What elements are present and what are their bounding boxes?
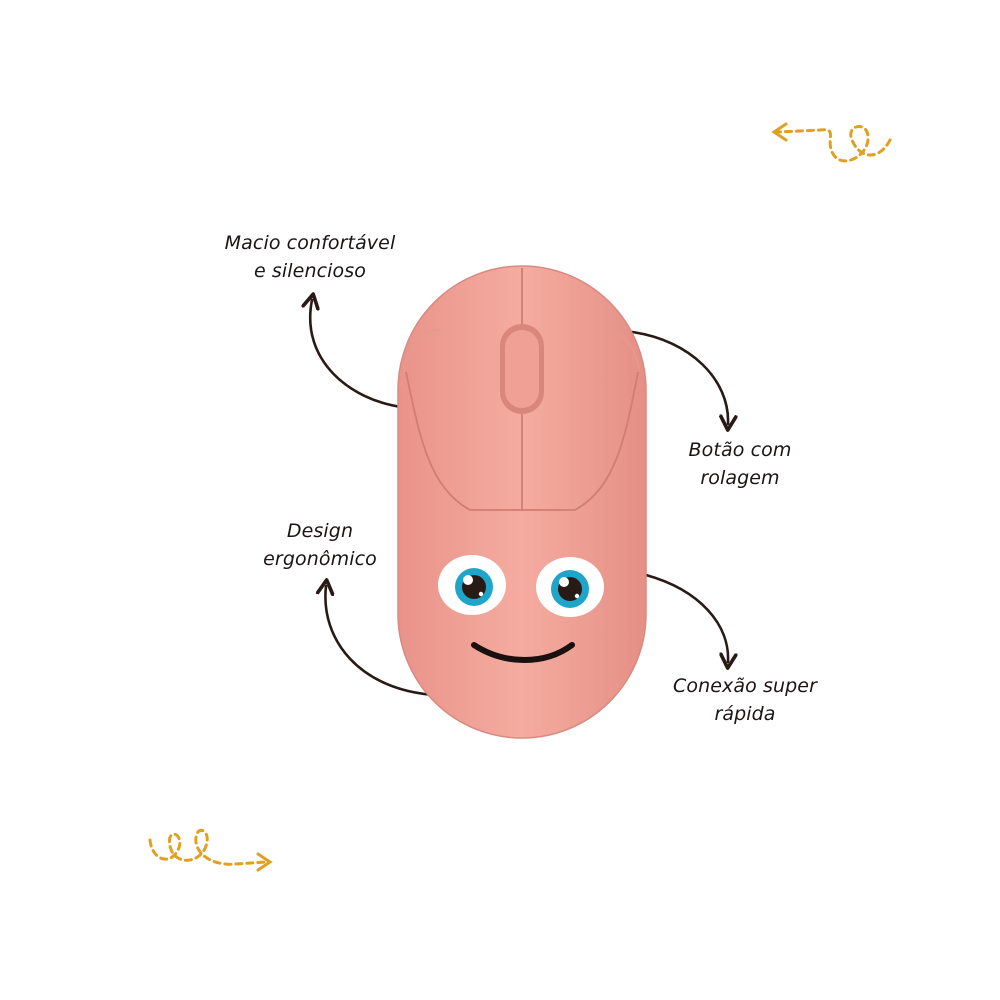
feature-label-line: Design <box>286 520 354 542</box>
feature-label-line: rápida <box>714 703 776 725</box>
feature-label-scroll-button: Botão com rolagem <box>650 436 830 492</box>
right-eye <box>536 557 604 617</box>
feature-label-line: Conexão super <box>673 675 817 697</box>
smile <box>471 642 575 663</box>
feature-label-line: e silencioso <box>254 260 366 282</box>
dashed-doodle-icon <box>148 829 273 872</box>
feature-label-line: Botão com <box>688 439 792 461</box>
feature-label-ergonomic: Design ergonômico <box>230 517 410 573</box>
feature-label-line: rolagem <box>700 467 780 489</box>
feature-label-line: Macio confortável <box>224 232 396 254</box>
feature-label-soft-silent: Macio confortável e silencioso <box>205 229 415 285</box>
curved-arrow-icon <box>310 300 728 697</box>
dashed-doodle-icon <box>771 122 892 163</box>
mouse-illustration <box>397 265 647 739</box>
left-eye <box>438 555 506 615</box>
feature-label-fast-connection: Conexão super rápida <box>640 672 850 728</box>
feature-label-line: ergonômico <box>263 548 377 570</box>
